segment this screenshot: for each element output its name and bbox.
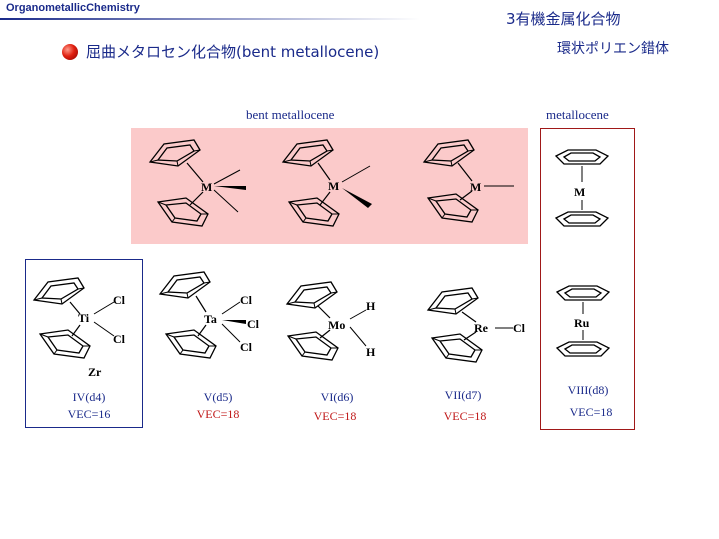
extra-metal-atom: Zr: [88, 365, 102, 379]
compound-ta: Ta Cl Cl Cl: [159, 271, 260, 359]
ligand-atom: Cl: [240, 293, 253, 307]
compound-vec: VEC=18: [196, 407, 240, 421]
metal-atom: Mo: [328, 318, 345, 332]
ligand-atom: Cl: [247, 317, 260, 331]
metal-atom: M: [574, 185, 585, 199]
ligand-atom: Cl: [113, 332, 126, 346]
chapter-title: 3有機金属化合物: [506, 10, 621, 28]
metal-atom: Re: [474, 321, 489, 335]
compound-ru: Ru: [556, 285, 610, 357]
topic-title: 屈曲メタロセン化合物(bent metallocene): [86, 43, 380, 61]
subtitle: 環状ポリエン錯体: [557, 41, 669, 57]
compound-label: V(d5): [203, 390, 233, 404]
header-title: OrganometallicChemistry: [6, 2, 140, 14]
ligand-atom: H: [366, 345, 376, 359]
ligand-atom: Cl: [240, 340, 253, 354]
compound-label: VI(d6): [320, 390, 354, 404]
compound-re: Re Cl: [427, 287, 526, 363]
metal-atom: M: [470, 180, 481, 194]
compound-label: VIII(d8): [567, 383, 609, 397]
compound-ti: Ti Cl Cl Zr: [33, 277, 126, 379]
bullet-icon: [62, 44, 78, 60]
ligand-atom: Cl: [113, 293, 126, 307]
compound-vec: VEC=18: [313, 409, 357, 423]
metal-atom: M: [201, 180, 212, 194]
compound-vec: VEC=16: [67, 407, 111, 421]
metal-atom: Ru: [574, 316, 590, 330]
metal-atom: Ti: [78, 311, 90, 325]
top-molecule-2: M: [282, 139, 372, 227]
compound-label: VII(d7): [444, 388, 482, 402]
ligand-atom: Cl: [513, 321, 526, 335]
header-rule: [0, 18, 420, 20]
top-molecule-4: M: [555, 149, 609, 227]
group-iv-box: [25, 259, 143, 428]
section-label-metallocene: metallocene: [546, 107, 609, 122]
compound-mo: Mo H H: [286, 281, 376, 361]
top-molecule-1: M: [149, 139, 246, 227]
compound-vec: VEC=18: [569, 405, 613, 419]
section-label-bent: bent metallocene: [246, 107, 335, 122]
compound-vec: VEC=18: [443, 409, 487, 423]
top-molecule-3: M: [423, 139, 514, 223]
bent-metallocene-band: [131, 128, 528, 244]
compound-label: IV(d4): [72, 390, 106, 404]
metal-atom: Ta: [204, 312, 217, 326]
metal-atom: M: [328, 179, 339, 193]
ligand-atom: H: [366, 299, 376, 313]
metallocene-box: [540, 128, 635, 430]
